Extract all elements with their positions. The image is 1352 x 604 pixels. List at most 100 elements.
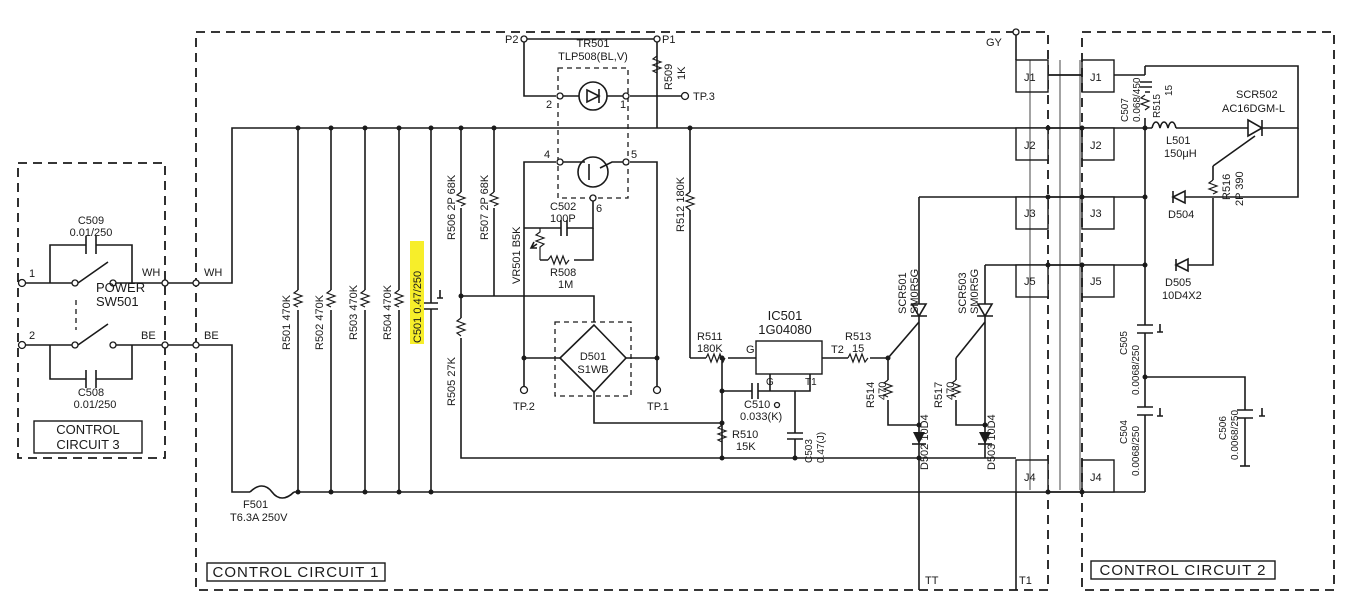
d501-part: S1WB xyxy=(577,364,608,376)
tr501-optocoupler xyxy=(556,67,630,202)
r506-label: R506 2P 68K xyxy=(446,174,458,240)
r509-name: R509 xyxy=(663,64,675,90)
c504-name: C504 xyxy=(1119,420,1130,444)
r503-resistor xyxy=(359,125,371,495)
r512-label: R512 180K xyxy=(675,176,687,232)
tr501-name: TR501 xyxy=(576,38,609,50)
j4-right-label: J4 xyxy=(1090,472,1102,484)
j2-right-box xyxy=(1081,127,1115,161)
c505-name: C505 xyxy=(1119,331,1130,355)
be-label-sw: BE xyxy=(141,330,156,342)
r513-value: 15 xyxy=(852,343,864,355)
c509-name: C509 xyxy=(78,215,104,227)
tr501-part: TLP508(BL,V) xyxy=(558,51,628,63)
wh-label: WH xyxy=(204,267,222,279)
connector-block: J1 J2 J3 J5 J4 J1 J2 J3 J5 J4 xyxy=(1015,59,1145,495)
scr501-name: SCR501 xyxy=(897,272,909,314)
control-circuit-3-label-1: CONTROL xyxy=(56,422,120,437)
j1-right-label: J1 xyxy=(1090,72,1102,84)
r512-resistor xyxy=(684,191,696,211)
c506-name: C506 xyxy=(1218,416,1229,440)
j2-right-label: J2 xyxy=(1090,140,1102,152)
scr501-part: SM0R5G xyxy=(909,269,921,314)
wh-label-sw: WH xyxy=(142,267,160,279)
c508-capacitor xyxy=(85,370,97,388)
r511-value: 180K xyxy=(697,343,723,355)
power-switch-label: POWER xyxy=(96,280,145,295)
d504-label: D504 xyxy=(1168,209,1194,221)
c502-value: 100P xyxy=(550,213,576,225)
vr501-resistor xyxy=(534,228,546,260)
scr503-part: SM0R5G xyxy=(969,269,981,314)
r508-name: R508 xyxy=(550,267,576,279)
power-switch-id: SW501 xyxy=(96,294,139,309)
f501-name: F501 xyxy=(243,499,268,511)
tt-label: TT xyxy=(925,575,939,587)
c508-value: 0.01/250 xyxy=(74,399,117,411)
r511-name: R511 xyxy=(697,331,722,343)
r510-resistor xyxy=(716,424,728,443)
ic501-part: 1G04080 xyxy=(758,322,812,337)
r516-value: 2P 390 xyxy=(1234,171,1246,206)
c510-value: 0.033(K) xyxy=(740,411,782,423)
tp3-label: TP.3 xyxy=(693,91,715,103)
r502-label: R502 470K xyxy=(314,294,326,350)
ic501-pin-g: G xyxy=(746,344,755,356)
l501-name: L501 xyxy=(1166,135,1190,147)
j3-left-label: J3 xyxy=(1024,208,1036,220)
r517-name: R517 xyxy=(933,382,945,408)
c510-name: C510 xyxy=(744,399,770,411)
d505-value: 10D4X2 xyxy=(1162,290,1202,302)
control-circuit-1-block: CONTROL CIRCUIT 1 WH BE F501 T6.3A 250V … xyxy=(192,28,1049,591)
r513-resistor xyxy=(847,352,869,364)
c503-name: C503 xyxy=(804,439,815,463)
c507-capacitor xyxy=(1140,81,1152,88)
scr502-triac xyxy=(1188,118,1264,266)
r504-resistor xyxy=(393,125,405,495)
r508-value: 1M xyxy=(558,279,573,291)
c508-name: C508 xyxy=(78,387,104,399)
c502-name: C502 xyxy=(550,201,576,213)
j5-right-label: J5 xyxy=(1090,276,1102,288)
j3-right-label: J3 xyxy=(1090,208,1102,220)
r516-name: R516 xyxy=(1221,174,1233,200)
r514-name: R514 xyxy=(865,382,877,408)
ic501-chip xyxy=(755,340,823,375)
c505-capacitor xyxy=(1137,324,1153,334)
j4-left-label: J4 xyxy=(1024,472,1036,484)
j4-left-box xyxy=(1015,459,1049,493)
c509-value: 0.01/250 xyxy=(70,227,113,239)
terminal-1 xyxy=(17,278,27,288)
r510-name: R510 xyxy=(732,429,758,441)
c506-value: 0.0068/250 xyxy=(1230,410,1241,460)
tp1-label: TP.1 xyxy=(647,401,669,413)
c502-capacitor xyxy=(560,220,568,236)
control-circuit-3-block: CONTROL CIRCUIT 3 1 2 C509 0.01/250 C508… xyxy=(17,162,196,459)
r514-value: 470 xyxy=(877,382,889,400)
control-circuit-1-label: CONTROL CIRCUIT 1 xyxy=(212,564,379,581)
d504-diode xyxy=(1171,189,1186,205)
r501-resistor xyxy=(292,125,304,495)
scr502-part: AC16DGM-L xyxy=(1222,103,1285,115)
r509-resistor xyxy=(651,55,663,74)
r508-resistor xyxy=(547,254,570,266)
d503-label: D503 10D4 xyxy=(986,414,998,470)
tp3-point xyxy=(680,91,690,101)
tp1-point xyxy=(652,385,662,395)
c509-capacitor xyxy=(85,236,97,254)
terminal-2-label: 2 xyxy=(29,330,35,342)
j1-right-box xyxy=(1081,59,1115,93)
tr501-pin2: 2 xyxy=(546,99,552,111)
scr503-name: SCR503 xyxy=(957,272,969,314)
r509-value: 1K xyxy=(676,66,688,80)
tp2-point xyxy=(519,385,529,395)
c504-capacitor xyxy=(1137,406,1153,416)
ic501-pin-t1: T1 xyxy=(805,377,817,388)
r502-resistor xyxy=(325,125,337,495)
c504-value: 0.0068/250 xyxy=(1131,426,1142,476)
d502-label: D502 10D4 xyxy=(919,414,931,470)
r507-resistor xyxy=(488,125,500,296)
f501-fuse xyxy=(249,485,295,499)
tr501-pin5: 5 xyxy=(631,149,637,161)
